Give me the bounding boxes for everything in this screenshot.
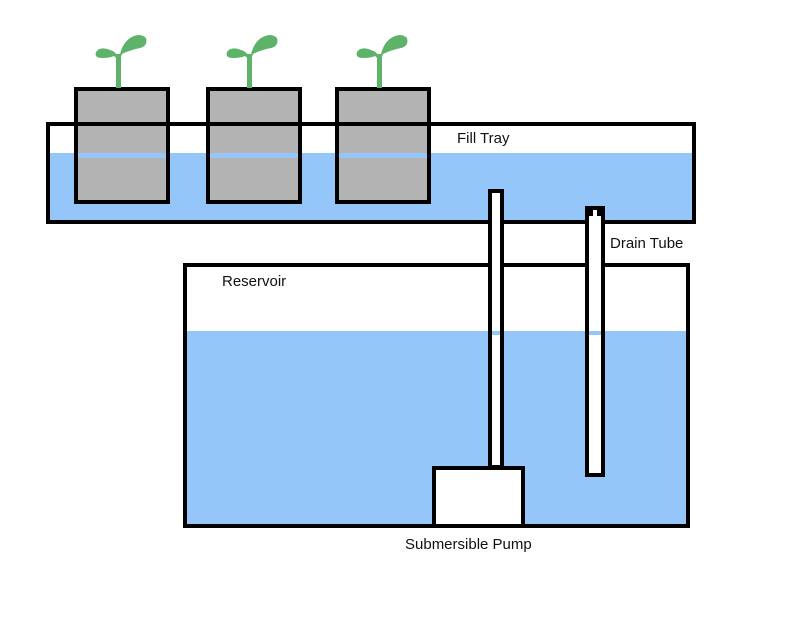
pot-2-waterline xyxy=(210,153,298,158)
reservoir-label: Reservoir xyxy=(222,273,286,290)
drain-tube-notch-right xyxy=(597,210,601,216)
pot-3 xyxy=(335,87,431,204)
seedling-icon xyxy=(356,35,408,88)
pot-2 xyxy=(206,87,302,204)
drain-tube-waterline xyxy=(589,331,601,335)
drain-tube-notch-left xyxy=(589,210,593,216)
seedlings xyxy=(95,35,408,88)
seedling-icon xyxy=(95,35,147,88)
seedling-icon xyxy=(226,35,278,88)
pump-tube-body xyxy=(488,189,504,469)
fill-tray-outline xyxy=(46,122,696,224)
pot-1-waterline xyxy=(78,153,166,158)
pot-1 xyxy=(74,87,170,204)
pump-tube xyxy=(488,189,504,469)
drain-tube xyxy=(585,206,605,477)
submersible-pump xyxy=(432,466,525,528)
pump-tube-waterline xyxy=(492,331,500,335)
pump-label: Submersible Pump xyxy=(405,536,532,553)
pot-3-waterline xyxy=(339,153,427,158)
drain-tube-label: Drain Tube xyxy=(610,235,683,252)
fill-tray-label: Fill Tray xyxy=(457,130,510,147)
pots xyxy=(74,87,431,204)
drain-tube-body xyxy=(585,206,605,477)
